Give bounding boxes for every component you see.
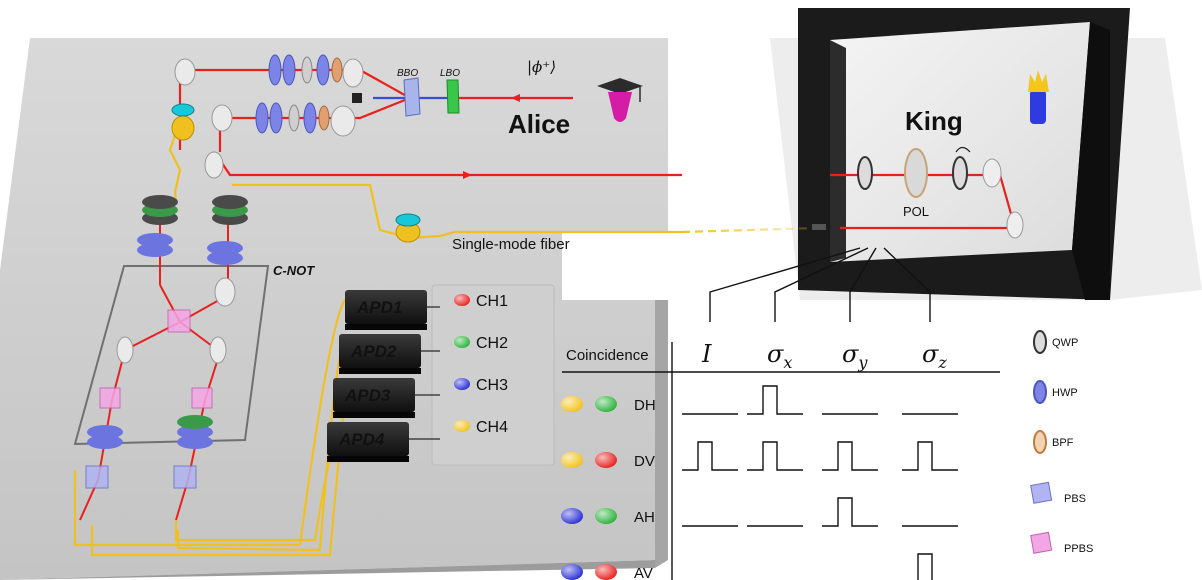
channel-indicator: CH3 — [454, 377, 508, 394]
legend-item: HWP — [1033, 380, 1078, 404]
column-header: σy — [842, 340, 868, 372]
lbo-crystal — [446, 79, 460, 114]
channel-indicator: CH1 — [454, 293, 508, 310]
ppbs-icon — [1030, 531, 1053, 554]
coincidence-pulse — [902, 441, 958, 471]
fiber-link — [681, 226, 819, 234]
coincidence-pulse — [822, 441, 878, 471]
apd-label: APD2 — [350, 342, 397, 361]
apd-label: APD4 — [338, 430, 385, 449]
channel-indicator: CH4 — [454, 419, 508, 436]
pol-label: POL — [903, 204, 929, 219]
column-header: σx — [767, 340, 792, 372]
fiber-spool-icon — [171, 103, 195, 141]
alice-label: Alice — [508, 109, 570, 139]
legend-label: PBS — [1064, 493, 1086, 505]
apd-panel — [431, 284, 555, 466]
apd-label: APD3 — [344, 386, 391, 405]
row-label: AV — [634, 565, 653, 580]
qwp-icon — [1033, 330, 1047, 354]
cnot-label: C-NOT — [273, 263, 315, 278]
alice-avatar-icon — [597, 78, 643, 122]
table-row: DH — [561, 385, 958, 415]
legend-item: PBS — [1030, 481, 1086, 505]
table-rows: DH DV AH AV — [561, 385, 958, 580]
pbs-icon — [1030, 481, 1053, 504]
king-enclosure — [770, 8, 1202, 300]
table-row: AH — [561, 497, 958, 527]
channel-label: CH2 — [476, 335, 508, 352]
legend-label: HWP — [1052, 387, 1078, 399]
trace-leaders — [709, 247, 931, 322]
table-row: DV — [561, 441, 958, 471]
coincidence-pulse — [682, 441, 738, 471]
row-label: AH — [634, 509, 655, 526]
king-label: King — [905, 106, 963, 136]
channel-label: CH3 — [476, 377, 508, 394]
fiber-spool-icon — [395, 213, 421, 243]
table-header: Coincidence — [566, 347, 649, 364]
channel-label: CH4 — [476, 419, 508, 436]
bpf-icon — [1033, 430, 1047, 454]
legend-label: QWP — [1052, 337, 1078, 349]
column-header: I — [701, 340, 712, 368]
coincidence-pulse — [822, 497, 878, 527]
leader-line — [849, 247, 877, 322]
leader-line — [709, 247, 861, 322]
legend-item: QWP — [1033, 330, 1078, 354]
coincidence-table: Coincidence — [562, 342, 1000, 580]
legend-item: PPBS — [1030, 531, 1093, 555]
channel-label: CH1 — [476, 293, 508, 310]
apd-detector: APD3 — [333, 378, 440, 418]
fiber-label: Single-mode fiber — [452, 236, 570, 253]
alice-waveplates — [174, 54, 364, 179]
legend-label: PPBS — [1064, 543, 1093, 555]
table-row: AV — [561, 553, 933, 580]
apd-detector: APD2 — [339, 334, 440, 374]
laser-arrow-icon — [463, 171, 472, 179]
king-avatar-icon — [1028, 70, 1049, 124]
leader-line — [774, 247, 869, 322]
lbo-label: LBO — [440, 68, 460, 79]
bbo-label: BBO — [397, 68, 418, 79]
cnot-waveplates — [87, 195, 248, 449]
leader-line — [883, 247, 931, 322]
beamsplitters — [85, 309, 213, 489]
apd-detector: APD4 — [327, 422, 440, 462]
row-label: DH — [634, 397, 656, 414]
apd-detector: APD1 — [345, 290, 440, 330]
coincidence-pulse — [747, 385, 803, 415]
cnot-block: C-NOT — [73, 263, 315, 446]
king-optics — [857, 146, 1024, 239]
pump-arrow-icon — [511, 94, 520, 102]
bbo-crystal — [403, 77, 421, 117]
row-label: DV — [634, 453, 655, 470]
coincidence-pulse — [747, 441, 803, 471]
legend-label: BPF — [1052, 437, 1074, 449]
hwp-icon — [1033, 380, 1047, 404]
apd-label: APD1 — [356, 298, 402, 317]
fiber-coupler — [812, 224, 826, 230]
legend-item: BPF — [1033, 430, 1074, 454]
channel-indicator: CH2 — [454, 335, 508, 352]
state-label: |ϕ⁺⟩ — [527, 58, 556, 76]
column-header: σz — [922, 340, 947, 372]
coincidence-pulse — [917, 553, 933, 580]
component-legend: QWP HWP BPF PBS PPBS — [1030, 330, 1093, 555]
